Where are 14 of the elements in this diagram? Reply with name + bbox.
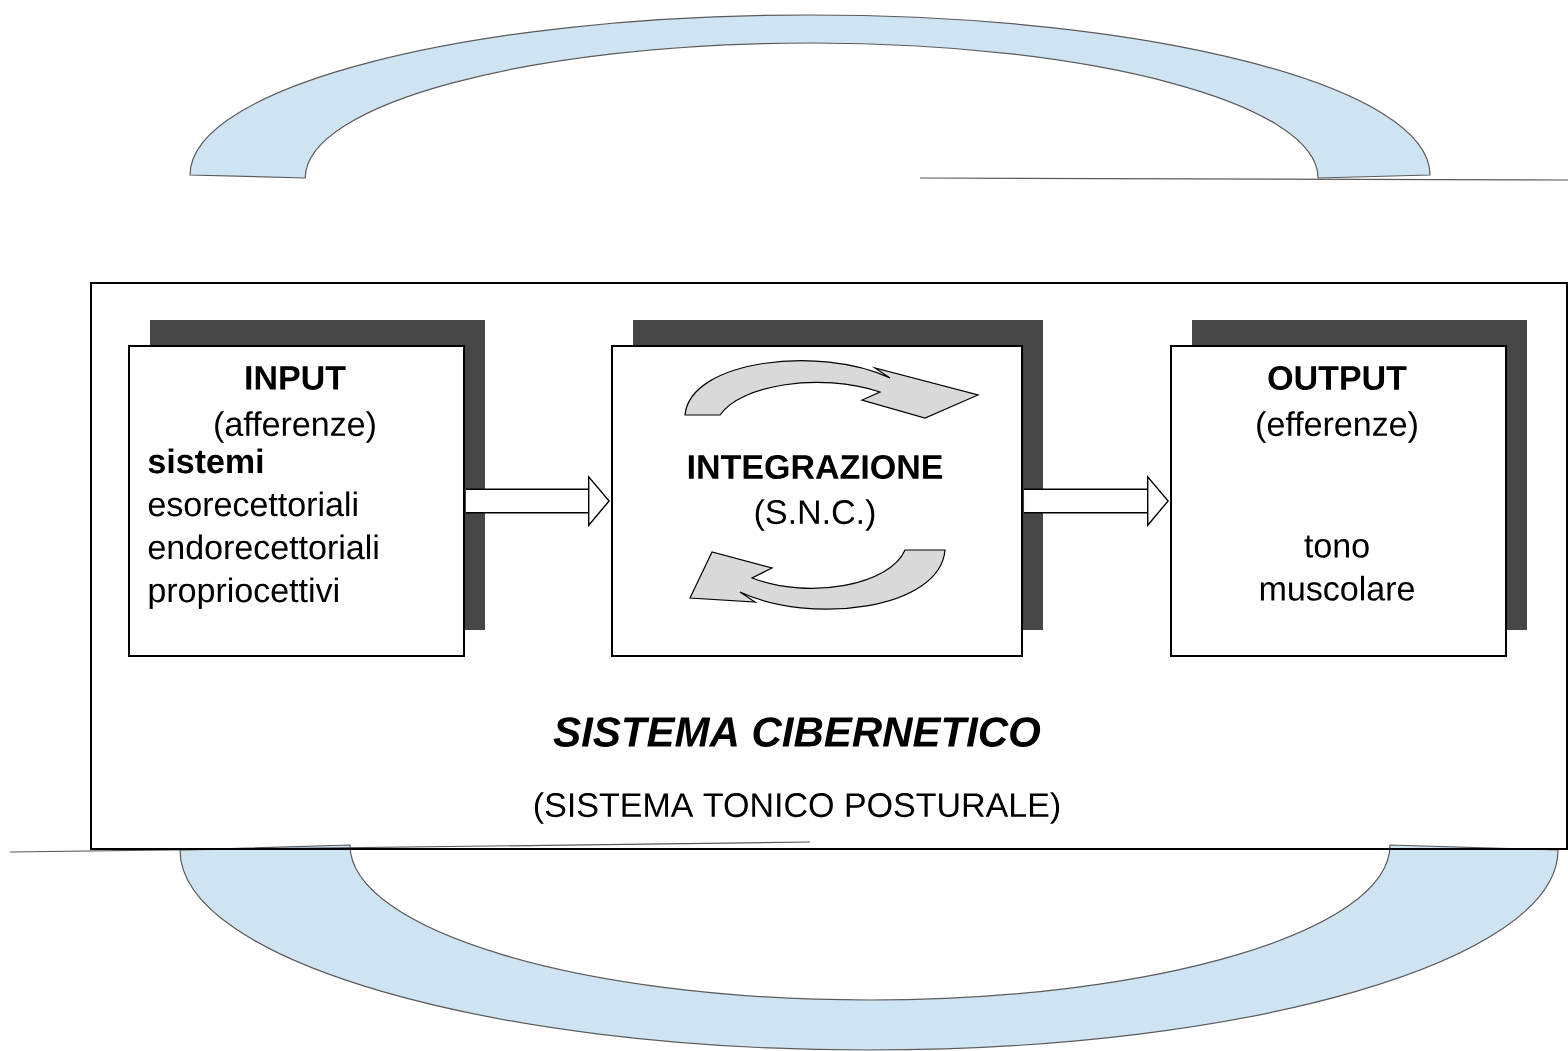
process-box — [128, 320, 485, 657]
box-heading: INTEGRAZIONE — [688, 454, 943, 480]
system-frame — [90, 282, 1568, 850]
process-box — [1170, 320, 1527, 657]
box-text: (S.N.C.) — [755, 499, 875, 531]
system-subheading: (SISTEMA TONICO POSTURALE) — [534, 792, 1060, 824]
process-box — [611, 320, 1043, 657]
system-heading: SISTEMA CIBERNETICO — [553, 717, 1041, 747]
box-text: sistemi esorecettoriali endorecettoriali propriocettivi — [148, 448, 378, 610]
box-text: (afferenze) — [215, 411, 375, 443]
box-text: (efferenze) — [1257, 411, 1417, 443]
box-heading: OUTPUT — [1268, 365, 1407, 391]
box-text: tono muscolare — [1260, 535, 1414, 601]
box-heading: INPUT — [246, 366, 346, 390]
